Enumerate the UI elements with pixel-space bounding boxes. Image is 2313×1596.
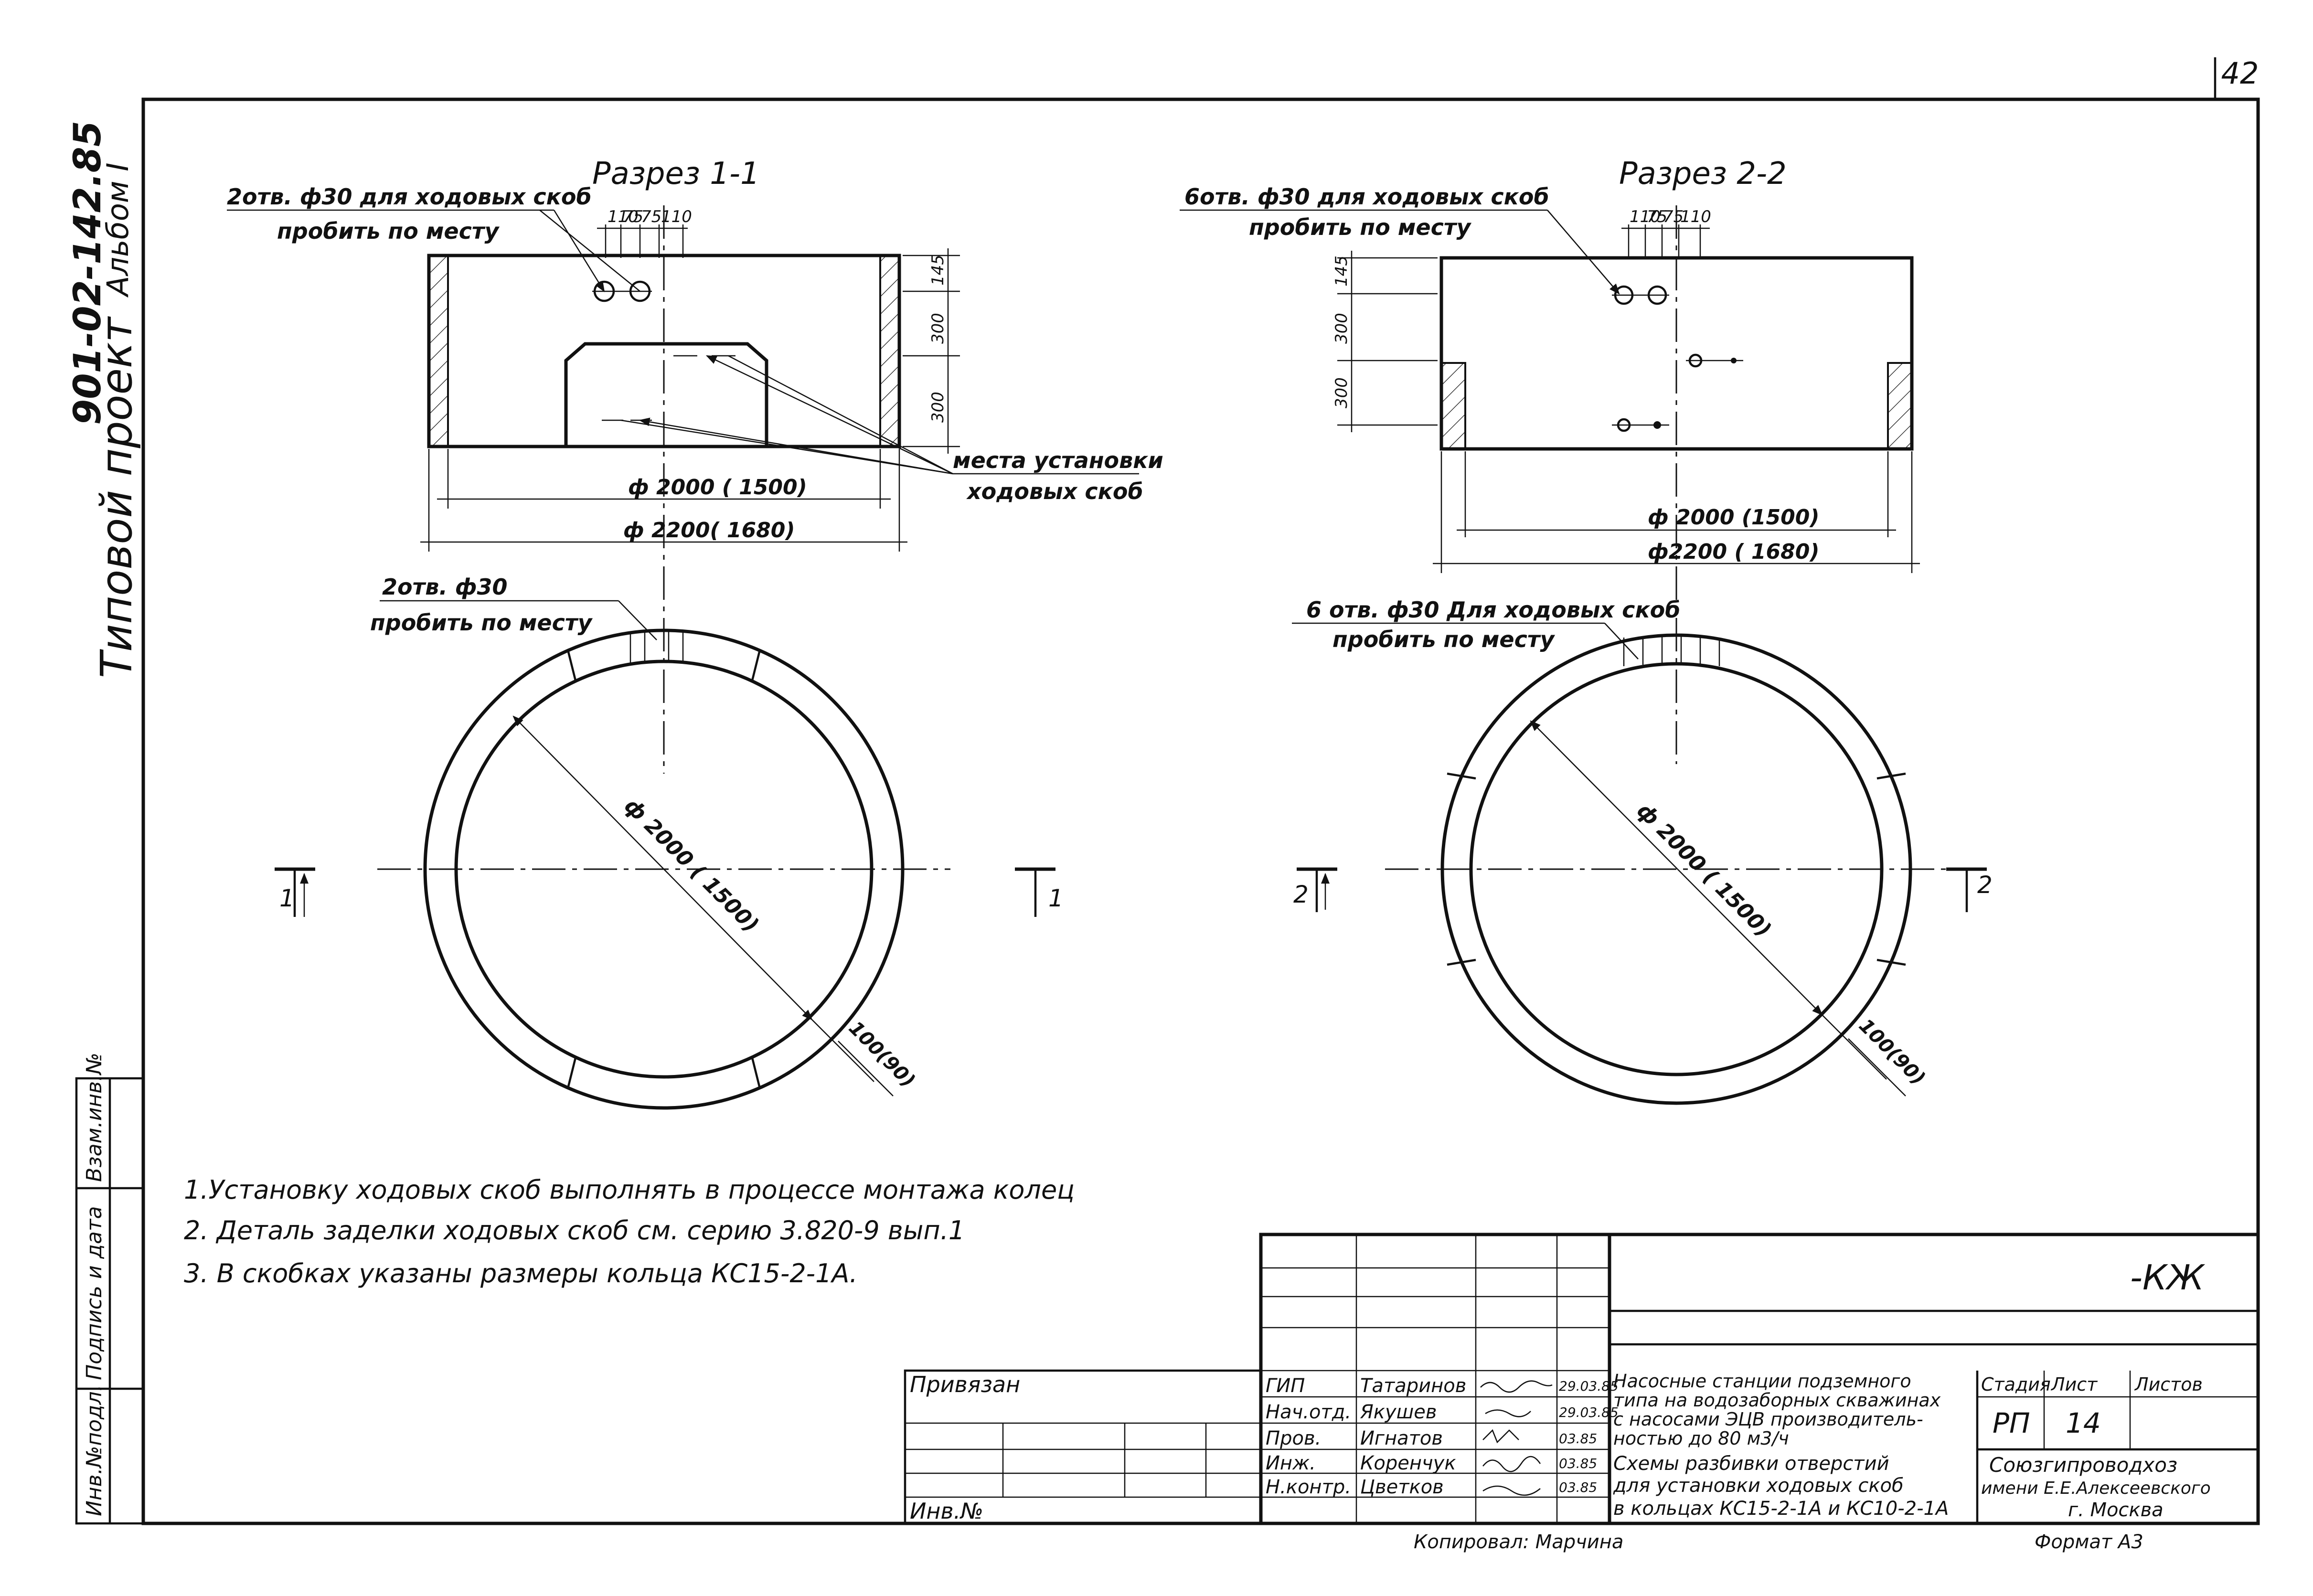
callout-line-1: места установки xyxy=(953,447,1163,473)
stage-label: Стадия xyxy=(1981,1374,2051,1395)
sheet-label: Лист xyxy=(2050,1374,2098,1395)
doc-code: -КЖ xyxy=(2130,1257,2206,1298)
section-2-dim-top-4: 110 xyxy=(1680,207,1711,226)
section-2-note-punch: пробить по месту xyxy=(1249,214,1472,240)
plan-1-diameter: ф 2000 ( 1500) xyxy=(619,794,763,937)
plan-2-cut-right: 2 xyxy=(1977,871,1993,899)
role-prov: Пров. xyxy=(1266,1427,1321,1449)
section-1-dim-top-1: 110 xyxy=(608,207,639,226)
section-1-dim-outer: ф 2200( 1680) xyxy=(623,518,795,543)
plan-1-note-punch: пробить по месту xyxy=(370,610,593,636)
section-1-title: Разрез 1-1 xyxy=(592,156,760,192)
plan-2-cut-left: 2 xyxy=(1293,881,1309,908)
copied-by: Копировал: Марчина xyxy=(1414,1531,1623,1553)
notes: 1.Установку ходовых скоб выполнять в про… xyxy=(184,1175,1075,1288)
plan-2-note-holes: 6 отв. ф30 Для ходовых скоб xyxy=(1306,597,1680,623)
section-2-dim-top-3: 75 xyxy=(1663,207,1684,226)
name-tatarinov: Татаринов xyxy=(1360,1375,1466,1397)
side-project: Типовой проект xyxy=(92,316,142,678)
sheets-label: Листов xyxy=(2134,1374,2203,1395)
sheet-name-1: Схемы разбивки отверстий xyxy=(1613,1453,1889,1475)
role-inzh: Инж. xyxy=(1266,1452,1316,1474)
name-tsvetkov: Цветков xyxy=(1360,1476,1444,1498)
date-3: 03.85 xyxy=(1559,1431,1597,1447)
plan-1-wall: 100(90) xyxy=(844,1017,919,1092)
stamp-vzam-inv: Взам.инв.№ xyxy=(82,1053,107,1182)
plan-2: 6 отв. ф30 Для ходовых скоб пробить по м… xyxy=(1292,597,1993,1105)
privyazan-label: Привязан xyxy=(910,1372,1020,1397)
org-2: имени Е.Е.Алексеевского xyxy=(1981,1479,2211,1498)
title-block: Привязан Инв.№ -КЖ ГИП Нач.отд. Пров. Ин… xyxy=(904,1233,2260,1553)
page-number: 42 xyxy=(2221,56,2259,91)
stage-value: РП xyxy=(1993,1407,2030,1439)
section-2-dim-left-300a: 300 xyxy=(1332,313,1351,344)
plan-1-cut-right: 1 xyxy=(1048,884,1064,912)
date-5: 03.85 xyxy=(1559,1479,1597,1495)
section-2-dim-top-2: 75 xyxy=(1647,207,1667,226)
side-titles: Типовой проект 901-02-142.85 Альбом I xyxy=(66,121,142,678)
note-2: 2. Деталь заделки ходовых скоб см. серию… xyxy=(184,1215,965,1245)
note-1: 1.Установку ходовых скоб выполнять в про… xyxy=(184,1175,1075,1205)
org-3: г. Москва xyxy=(2068,1499,2164,1521)
section-1-dim-top-2: 75 xyxy=(623,207,643,226)
section-1-dim-right-300b: 300 xyxy=(928,392,948,423)
stamp-column: Инв.№подл. Подпись и дата Взам.инв.№ xyxy=(75,1053,145,1525)
plan-1: 2отв. ф30 пробить по месту ф 2000 ( 1500… xyxy=(275,574,1064,1110)
project-name-1: Насосные станции подземного xyxy=(1613,1371,1911,1392)
callout-mount-places: места установки ходовых скоб xyxy=(620,355,1163,504)
section-2-note-holes: 6отв. ф30 для ходовых скоб xyxy=(1184,184,1549,210)
inv-no-label: Инв.№ xyxy=(910,1498,983,1524)
name-yakushev: Якушев xyxy=(1360,1401,1437,1423)
org-1: Союзгипроводхоз xyxy=(1989,1453,2177,1477)
section-1-dim-inner: ф 2000 ( 1500) xyxy=(628,475,807,500)
project-name-4: ностью до 80 м3/ч xyxy=(1613,1428,1789,1449)
plan-1-note-holes: 2отв. ф30 xyxy=(382,574,508,600)
section-1-dim-right-300a: 300 xyxy=(928,313,948,344)
section-2-dim-outer: ф2200 ( 1680) xyxy=(1648,540,1819,564)
sheet-frame xyxy=(141,57,2260,1525)
side-album: Альбом I xyxy=(100,162,135,298)
section-2-2: Разрез 2-2 6отв. ф30 для ходовых скоб пр… xyxy=(1180,156,1920,764)
date-2: 29.03.85 xyxy=(1559,1404,1619,1420)
section-1-1: Разрез 1-1 2отв. ф30 для ходовых скоб пр… xyxy=(227,156,960,774)
side-code: 901-02-142.85 xyxy=(66,121,109,425)
plan-2-wall: 100(90) xyxy=(1855,1015,1929,1090)
section-2-dim-top-1: 110 xyxy=(1630,207,1661,226)
plan-1-cut-left: 1 xyxy=(279,884,295,912)
section-2-dim-inner: ф 2000 (1500) xyxy=(1648,505,1819,530)
date-1: 29.03.85 xyxy=(1559,1378,1619,1394)
section-2-title: Разрез 2-2 xyxy=(1619,156,1787,192)
project-name-3: с насосами ЭЦВ производитель- xyxy=(1613,1409,1923,1430)
section-1-dim-top-4: 110 xyxy=(661,207,692,226)
stamp-signature-date: Подпись и дата xyxy=(82,1206,107,1380)
section-1-note-punch: пробить по месту xyxy=(277,218,500,244)
section-1-dim-right-145: 145 xyxy=(928,255,948,286)
format-label: Формат А3 xyxy=(2035,1531,2143,1553)
name-korenchuk: Коренчук xyxy=(1360,1452,1456,1474)
stamp-inv-podl: Инв.№подл. xyxy=(82,1384,107,1516)
section-1-note-holes: 2отв. ф30 для ходовых скоб xyxy=(227,184,592,210)
project-name-2: типа на водозаборных скважинах xyxy=(1613,1390,1941,1411)
sheet-value: 14 xyxy=(2066,1407,2101,1439)
sheet-name-2: для установки ходовых скоб xyxy=(1613,1475,1904,1497)
section-2-dim-left-300b: 300 xyxy=(1332,377,1351,408)
section-2-dim-left-145: 145 xyxy=(1332,255,1351,287)
sheet-name-3: в кольцах КС15-2-1А и КС10-2-1А xyxy=(1613,1498,1949,1520)
plan-2-diameter: ф 2000 ( 1500) xyxy=(1632,798,1776,942)
note-3: 3. В скобках указаны размеры кольца КС15… xyxy=(184,1258,858,1288)
callout-line-2: ходовых скоб xyxy=(966,479,1143,504)
plan-2-note-punch: пробить по месту xyxy=(1332,627,1556,652)
section-1-dim-top-3: 75 xyxy=(641,207,661,226)
date-4: 03.85 xyxy=(1559,1456,1597,1471)
role-gip: ГИП xyxy=(1266,1375,1305,1397)
name-ignatov: Игнатов xyxy=(1360,1427,1443,1449)
role-nach-otd: Нач.отд. xyxy=(1266,1401,1351,1423)
role-n-kontr: Н.контр. xyxy=(1266,1476,1351,1498)
